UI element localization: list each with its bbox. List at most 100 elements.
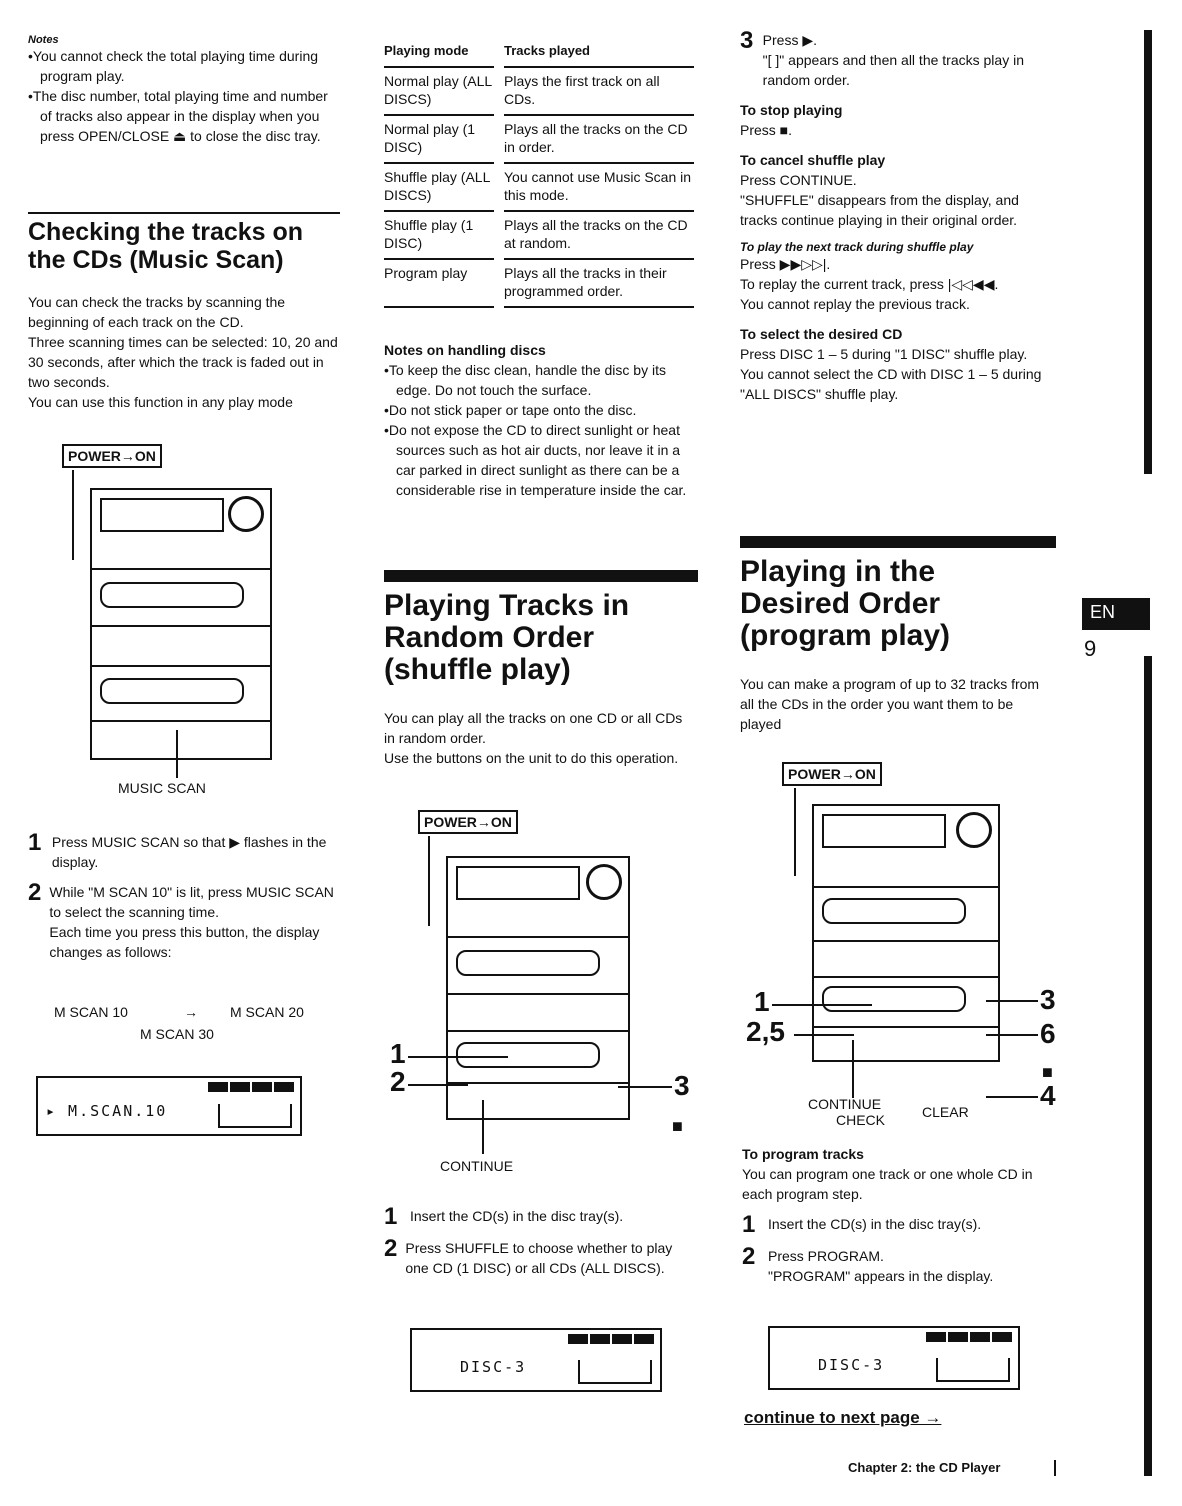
cycle-item: M SCAN 20 — [230, 1004, 304, 1020]
program-heading: To program tracks — [742, 1146, 864, 1162]
step-text: Press PROGRAM. "PROGRAM" appears in the … — [768, 1246, 993, 1286]
step-text: Press MUSIC SCAN so that ▶ flashes in th… — [51, 834, 327, 870]
next-text: Press ▶▶▷▷|. — [740, 256, 831, 272]
table-cell: Shuffle play (1 DISC) — [384, 212, 494, 260]
step-text-line: Press ▶. — [762, 32, 818, 48]
continue-next-page-link[interactable]: continue to next page → — [744, 1408, 942, 1427]
lcd-badges — [208, 1082, 294, 1092]
table-cell: Normal play (1 DISC) — [384, 116, 494, 164]
col1-steps: 1 Press MUSIC SCAN so that ▶ flashes in … — [28, 822, 338, 962]
callout-1: 1 — [754, 986, 770, 1017]
step-1: 1 Insert the CD(s) in the disc tray(s). — [742, 1211, 1054, 1238]
power-line — [72, 470, 74, 560]
step-2: 2 While "M SCAN 10" is lit, press MUSIC … — [28, 879, 338, 962]
notes-heading: Notes — [28, 34, 59, 46]
lcd-display: ▸ M.SCAN.10 — [36, 1076, 302, 1136]
step-number: 2 — [742, 1243, 756, 1270]
table-cell: You cannot use Music Scan in this mode. — [504, 164, 694, 212]
music-scan-intro: You can check the tracks by scanning the… — [28, 292, 340, 412]
step-text: Press SHUFFLE to choose whether to play … — [405, 1240, 673, 1276]
section-bar — [384, 570, 698, 582]
lcd-bracket — [218, 1104, 292, 1128]
handling-item: •Do not stick paper or tape onto the dis… — [384, 402, 637, 418]
lcd-text: DISC-3 — [460, 1358, 527, 1376]
handling-item: •To keep the disc clean, handle the disc… — [384, 362, 666, 398]
select-heading: To select the desired CD — [740, 326, 903, 342]
table-row: Shuffle play (ALL DISCS) You cannot use … — [384, 164, 694, 212]
stop-text: Press ■. — [740, 122, 793, 138]
page-number: 9 — [1084, 636, 1097, 661]
step-number: 3 — [740, 27, 754, 54]
continue-label: CONTINUE — [440, 1158, 514, 1174]
table-row: Normal play (1 DISC) Plays all the track… — [384, 116, 694, 164]
step-text-line: While "M SCAN 10" is lit, press MUSIC SC… — [49, 884, 334, 920]
step-number: 2 — [384, 1235, 398, 1262]
intro-text: Use the buttons on the unit to do this o… — [384, 750, 679, 766]
cancel-text: "SHUFFLE" disappears from the display, a… — [740, 192, 1019, 228]
lcd-bracket — [936, 1358, 1010, 1382]
next-track-heading: To play the next track during shuffle pl… — [740, 240, 974, 254]
program-text: You can program one track or one whole C… — [742, 1166, 1033, 1202]
clear-label: CLEAR — [922, 1104, 969, 1120]
power-on-label: POWER→ON — [418, 810, 518, 834]
callout-line — [772, 1004, 872, 1006]
divider — [28, 212, 340, 214]
callout-6: 6 — [1040, 1018, 1056, 1049]
intro-text: You can use this function in any play mo… — [28, 394, 293, 410]
music-scan-line — [176, 730, 178, 778]
section-title-program: Playing in the Desired Order (program pl… — [740, 555, 951, 652]
program-tracks: To program tracks You can program one tr… — [742, 1144, 1054, 1286]
callout-line — [986, 1096, 1038, 1098]
step-2: 2 Press SHUFFLE to choose whether to pla… — [384, 1235, 694, 1278]
step-text-line: Each time you press this button, the dis… — [49, 924, 320, 960]
next-text: To replay the current track, press |◁◁◀◀… — [740, 276, 999, 292]
step-number: 1 — [28, 829, 42, 856]
col3-shuffle-continued: 3 Press ▶. "[ ]" appears and then all th… — [740, 27, 1050, 404]
intro-text: You can check the tracks by scanning the… — [28, 294, 286, 330]
scan-cycle: M SCAN 10 → M SCAN 20 M SCAN 30 — [54, 1004, 334, 1046]
handling-item: •Do not expose the CD to direct sunlight… — [384, 422, 687, 498]
continue-label: CONTINUE — [808, 1096, 882, 1112]
table-cell: Plays all the tracks in their programmed… — [504, 260, 694, 308]
play-modes-table: Playing mode Tracks played Normal play (… — [374, 38, 704, 308]
cancel-text: Press CONTINUE. — [740, 172, 857, 188]
cycle-item: M SCAN 30 — [140, 1026, 214, 1042]
power-line — [428, 836, 430, 926]
table-cell: Plays the first track on all CDs. — [504, 68, 694, 116]
callout-line — [794, 1034, 854, 1036]
stereo-unit-illustration — [812, 804, 1000, 1062]
col1-notes: Notes •You cannot check the total playin… — [28, 34, 333, 146]
callout-line — [408, 1056, 508, 1058]
callout-line — [408, 1084, 468, 1086]
check-label: CHECK — [836, 1112, 886, 1128]
table-row: Shuffle play (1 DISC) Plays all the trac… — [384, 212, 694, 260]
callout-2-5: 2,5 — [746, 1016, 785, 1047]
step-number: 2 — [28, 879, 42, 906]
lcd-text: DISC-3 — [818, 1356, 885, 1374]
lcd-display: DISC-3 — [410, 1328, 662, 1392]
step-1: 1 Press MUSIC SCAN so that ▶ flashes in … — [28, 829, 338, 872]
table-cell: Normal play (ALL DISCS) — [384, 68, 494, 116]
lcd-badges — [568, 1334, 654, 1344]
table-cell: Shuffle play (ALL DISCS) — [384, 164, 494, 212]
step-text: Press ▶. "[ ]" appears and then all the … — [763, 30, 1050, 90]
callout-1: 1 — [390, 1038, 406, 1069]
table-row: Normal play (ALL DISCS) Plays the first … — [384, 68, 694, 116]
footer-bar — [1054, 1460, 1056, 1476]
lcd-badges — [926, 1332, 1012, 1342]
step-1: 1 Insert the CD(s) in the disc tray(s). — [384, 1205, 694, 1229]
lcd-text: ▸ M.SCAN.10 — [46, 1102, 168, 1120]
step-text-line: "PROGRAM" appears in the display. — [768, 1268, 994, 1284]
step-number: 1 — [742, 1211, 756, 1238]
callout-2: 2 — [390, 1066, 406, 1097]
step-3: 3 Press ▶. "[ ]" appears and then all th… — [740, 27, 1050, 90]
power-on-label: POWER→ON — [782, 762, 882, 786]
intro-text: Three scanning times can be selected: 10… — [28, 334, 338, 390]
section-bar — [740, 536, 1056, 548]
select-text: Press DISC 1 – 5 during "1 DISC" shuffle… — [740, 346, 1042, 402]
chapter-footer: Chapter 2: the CD Player — [848, 1460, 1001, 1475]
step-text: While "M SCAN 10" is lit, press MUSIC SC… — [49, 882, 338, 962]
shuffle-intro: You can play all the tracks on one CD or… — [384, 708, 694, 768]
callout-3: 3 — [674, 1070, 690, 1101]
continue-line — [482, 1100, 484, 1154]
